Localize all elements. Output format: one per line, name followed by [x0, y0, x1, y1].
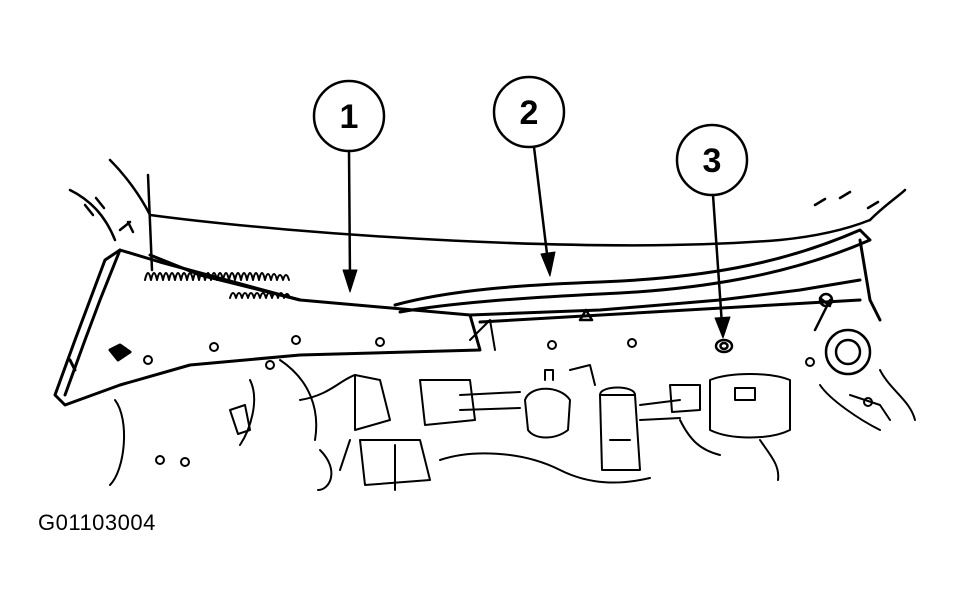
- callout-1-number: 1: [340, 98, 359, 136]
- callout-2-circle: [492, 75, 566, 149]
- callout-1-leader: [347, 149, 352, 282]
- callout-2-arrowhead: [540, 251, 556, 277]
- strut-tower: [578, 292, 872, 376]
- cowl-panel: [53, 248, 482, 407]
- hood-outline: [68, 158, 907, 272]
- panel-fasteners: [143, 335, 873, 467]
- callout-1: 1: [312, 79, 386, 293]
- retaining-clip: [714, 338, 734, 354]
- cowl-seal: [393, 228, 882, 324]
- callout-1-arrowhead: [342, 269, 358, 293]
- callout-3-arrowhead: [714, 316, 731, 339]
- callout-3: 3: [675, 123, 749, 339]
- engine-components: [109, 319, 916, 491]
- callout-2-leader: [532, 145, 550, 264]
- callout-3-number: 3: [703, 142, 722, 180]
- callout-2: 2: [492, 75, 566, 277]
- figure-code: G01103004: [38, 510, 156, 535]
- callout-2-number: 2: [520, 94, 539, 132]
- callout-3-leader: [711, 193, 724, 327]
- cowl-louvers: [144, 272, 291, 299]
